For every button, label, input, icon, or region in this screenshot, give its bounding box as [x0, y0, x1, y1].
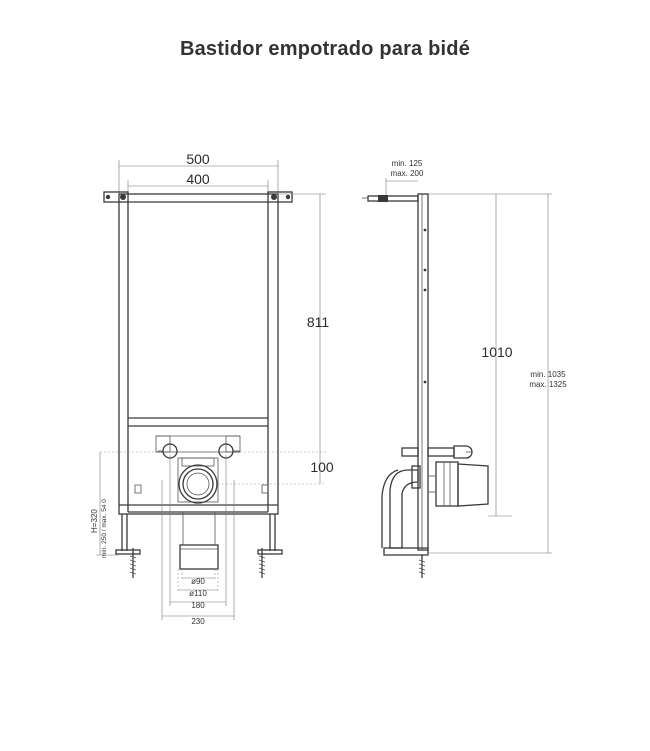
depth-min: min. 125: [392, 159, 423, 168]
dimension-pipe-inner: ø90: [191, 577, 205, 586]
height-label: H=320: [90, 509, 99, 533]
dimension-811: 811: [307, 314, 330, 330]
dimension-1010: 1010: [481, 344, 512, 360]
drain-elbow-icon: [389, 469, 419, 549]
bracket-left: [103, 191, 129, 203]
dimension-500: 500: [186, 151, 210, 167]
foot-left: [115, 549, 141, 555]
side-view: min. 125 max. 200: [362, 159, 567, 578]
height-range: min. 250 / max. 54 0: [101, 499, 108, 558]
height-min: min. 1035: [530, 370, 566, 379]
front-view: 500 400: [90, 151, 334, 626]
depth-max: max. 200: [391, 169, 424, 178]
dimension-400: 400: [186, 171, 210, 187]
bracket-right: [267, 191, 293, 203]
page-title: Bastidor empotrado para bidé: [179, 38, 471, 60]
side-foot: [383, 547, 429, 556]
height-max: max. 1325: [529, 380, 567, 389]
wall-rod: [367, 195, 419, 202]
drain-outlet-icon: [178, 464, 218, 504]
supply-valve-icon: [453, 445, 473, 459]
bidet-connector-icon: [457, 463, 489, 507]
frame-outline: [118, 193, 279, 515]
foot-right: [257, 549, 283, 555]
dimension-100: 100: [310, 459, 334, 475]
pipe-stub: [179, 544, 219, 570]
dimension-230: 230: [191, 617, 205, 626]
side-profile: [417, 193, 429, 551]
dimension-pipe-outer: ø110: [189, 589, 207, 598]
dimension-180: 180: [191, 601, 205, 610]
